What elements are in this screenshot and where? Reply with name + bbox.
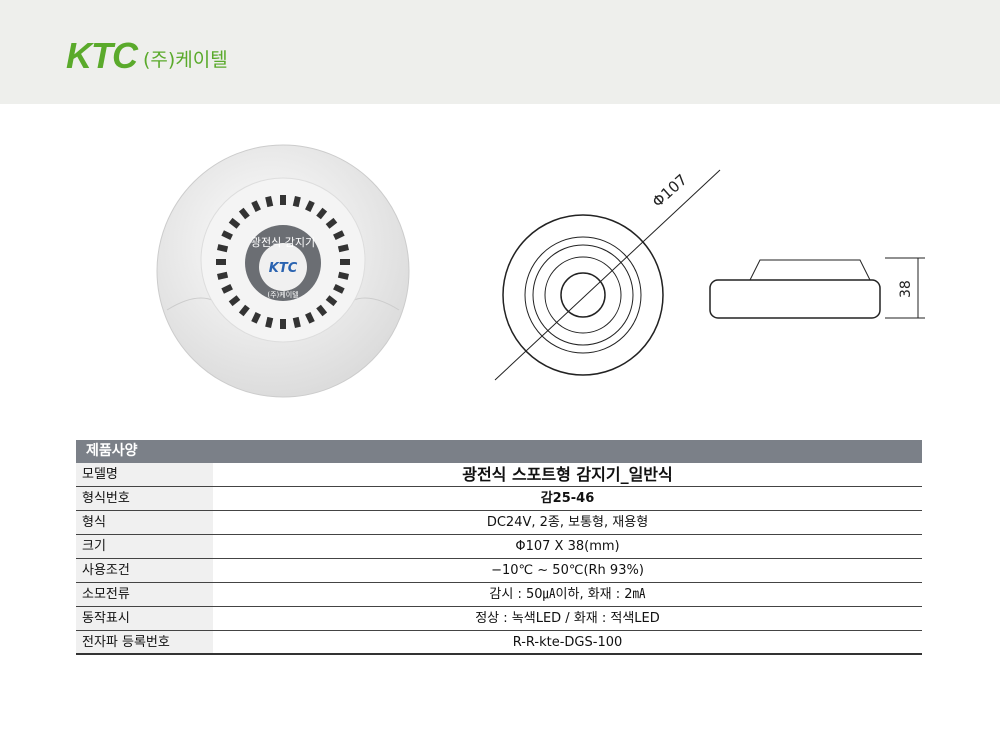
vent-slot bbox=[333, 230, 345, 240]
spec-label: 전자파 등록번호 bbox=[76, 631, 213, 653]
vent-slot bbox=[325, 295, 338, 307]
spec-value: 광전식 스포트형 감지기_일반식 bbox=[462, 465, 673, 484]
diameter-label: Φ107 bbox=[649, 171, 691, 211]
vent-slot bbox=[316, 304, 328, 317]
photo-label-logo: KTC bbox=[269, 261, 298, 276]
vent-slot bbox=[221, 230, 233, 240]
spec-row: 크기 Φ107 X 38(mm) bbox=[76, 535, 922, 559]
header-band: KTC (주)케이텔 bbox=[0, 0, 1000, 104]
spec-value: R-R-kte-DGS-100 bbox=[512, 635, 623, 650]
vent-slot bbox=[337, 271, 349, 280]
spec-row: 형식 DC24V, 2종, 보통형, 재용형 bbox=[76, 511, 922, 535]
spec-value: 감시 : 50㎂이하, 화재 : 2㎃ bbox=[489, 587, 646, 602]
vent-slot bbox=[251, 312, 261, 324]
vent-slot bbox=[228, 217, 241, 229]
company-name: (주)케이텔 bbox=[143, 49, 228, 71]
spec-row: 전자파 등록번호 R-R-kte-DGS-100 bbox=[76, 631, 922, 655]
top-view-drawing: Φ107 bbox=[480, 160, 730, 394]
vent-slot bbox=[221, 284, 233, 294]
spec-value: −10℃ ~ 50℃(Rh 93%) bbox=[491, 563, 644, 578]
side-view-drawing: 38 bbox=[700, 240, 930, 334]
vent-slot bbox=[228, 295, 241, 307]
spec-row: 소모전류 감시 : 50㎂이하, 화재 : 2㎃ bbox=[76, 583, 922, 607]
photo-label-top: 광전식 감지기 bbox=[251, 236, 315, 249]
product-photo: 광전식 감지기 KTC (주)케이텔 bbox=[155, 140, 415, 409]
spec-row: 동작표시 정상 : 녹색LED / 화재 : 적색LED bbox=[76, 607, 922, 631]
vent-slot bbox=[337, 244, 349, 253]
vent-slot bbox=[217, 244, 229, 253]
spec-value: 정상 : 녹색LED / 화재 : 적색LED bbox=[475, 611, 660, 626]
vent-slot bbox=[216, 259, 226, 265]
vent-slot bbox=[333, 284, 345, 294]
logo-ktc: KTC bbox=[66, 35, 138, 76]
spec-label: 동작표시 bbox=[76, 607, 213, 630]
company-logo: KTC (주)케이텔 bbox=[66, 36, 228, 76]
spec-label: 크기 bbox=[76, 535, 213, 558]
vent-slot bbox=[280, 319, 286, 329]
spec-title: 제품사양 bbox=[76, 440, 922, 463]
vent-slot bbox=[217, 271, 229, 280]
spec-label: 형식번호 bbox=[76, 487, 213, 510]
spec-value: Φ107 X 38(mm) bbox=[515, 539, 620, 554]
vent-slot bbox=[238, 207, 250, 220]
spec-label: 소모전류 bbox=[76, 583, 213, 606]
vent-slot bbox=[265, 316, 274, 328]
vent-slot bbox=[292, 316, 301, 328]
vent-slot bbox=[238, 304, 250, 317]
spec-label: 사용조건 bbox=[76, 559, 213, 582]
spec-label: 모델명 bbox=[76, 463, 213, 486]
vent-slot bbox=[280, 195, 286, 205]
vent-slot bbox=[340, 259, 350, 265]
vent-slot bbox=[292, 196, 301, 208]
vent-slot bbox=[305, 200, 315, 212]
vent-slot bbox=[265, 196, 274, 208]
photo-label-bottom: (주)케이텔 bbox=[267, 290, 298, 299]
spec-row: 모델명 광전식 스포트형 감지기_일반식 bbox=[76, 463, 922, 487]
vent-slot bbox=[251, 200, 261, 212]
vent-slot bbox=[325, 217, 338, 229]
vent-slot bbox=[305, 312, 315, 324]
spec-label: 형식 bbox=[76, 511, 213, 534]
spec-value: 감25-46 bbox=[540, 491, 595, 506]
spec-row: 사용조건 −10℃ ~ 50℃(Rh 93%) bbox=[76, 559, 922, 583]
spec-row: 형식번호 감25-46 bbox=[76, 487, 922, 511]
height-label: 38 bbox=[898, 280, 914, 298]
vent-slot bbox=[316, 207, 328, 220]
spec-value: DC24V, 2종, 보통형, 재용형 bbox=[486, 515, 649, 530]
